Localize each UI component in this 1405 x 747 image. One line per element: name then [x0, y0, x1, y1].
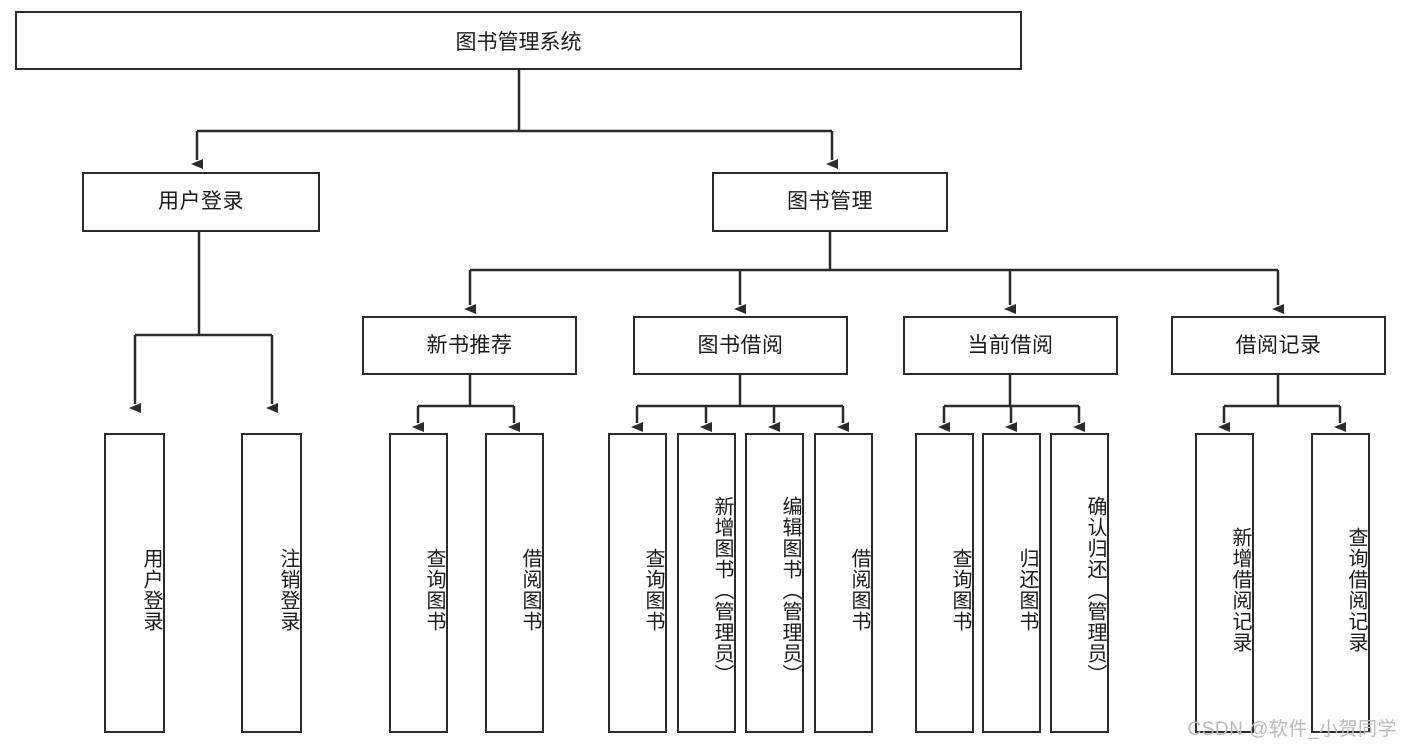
node-label: 图书借阅	[697, 333, 784, 357]
node-label: 注销登录	[277, 548, 299, 632]
node-label: 查询图书	[423, 548, 445, 632]
leaf-borrow-book-2[interactable]: 借阅图书	[814, 433, 873, 733]
node-label: 新增图书（管理员）	[711, 495, 733, 685]
leaf-query-book-3[interactable]: 查询图书	[915, 433, 974, 733]
node-label: 用户登录	[158, 190, 244, 214]
node-label: 借阅图书	[848, 548, 870, 632]
leaf-query-book-1[interactable]: 查询图书	[389, 433, 448, 733]
node-label: 新书推荐	[426, 333, 513, 357]
node-label: 查询图书	[642, 548, 664, 632]
node-label: 借阅记录	[1235, 333, 1322, 357]
leaf-user-login[interactable]: 用户登录	[104, 433, 165, 733]
node-label: 借阅图书	[519, 548, 541, 632]
node-label: 新增借阅记录	[1229, 527, 1251, 653]
node-book-management[interactable]: 图书管理	[712, 172, 948, 232]
leaf-edit-book-admin[interactable]: 编辑图书（管理员）	[745, 433, 804, 733]
leaf-query-book-2[interactable]: 查询图书	[608, 433, 667, 733]
node-label: 图书管理系统	[455, 30, 582, 54]
leaf-return-book[interactable]: 归还图书	[982, 433, 1041, 733]
leaf-confirm-return-admin[interactable]: 确认归还（管理员）	[1050, 433, 1109, 733]
node-label: 图书管理	[787, 190, 873, 214]
node-label: 查询图书	[949, 548, 971, 632]
leaf-add-borrow-record[interactable]: 新增借阅记录	[1195, 433, 1254, 733]
node-label: 用户登录	[140, 548, 162, 632]
node-label: 归还图书	[1016, 548, 1038, 632]
node-label: 确认归还（管理员）	[1084, 495, 1106, 685]
node-current-borrow[interactable]: 当前借阅	[903, 316, 1118, 375]
node-label: 查询借阅记录	[1345, 527, 1367, 653]
node-new-book-recommend[interactable]: 新书推荐	[362, 316, 577, 375]
leaf-logout-login[interactable]: 注销登录	[241, 433, 302, 733]
node-borrow-record[interactable]: 借阅记录	[1171, 316, 1386, 375]
node-book-borrow[interactable]: 图书借阅	[633, 316, 848, 375]
node-user-login[interactable]: 用户登录	[82, 172, 320, 232]
node-label: 编辑图书（管理员）	[779, 495, 801, 685]
leaf-add-book-admin[interactable]: 新增图书（管理员）	[677, 433, 736, 733]
node-label: 当前借阅	[967, 333, 1054, 357]
node-root-library-system[interactable]: 图书管理系统	[15, 11, 1022, 70]
leaf-borrow-book-1[interactable]: 借阅图书	[485, 433, 544, 733]
leaf-query-borrow-record[interactable]: 查询借阅记录	[1311, 433, 1370, 733]
watermark: CSDN @软件_小贺同学	[1187, 719, 1397, 740]
